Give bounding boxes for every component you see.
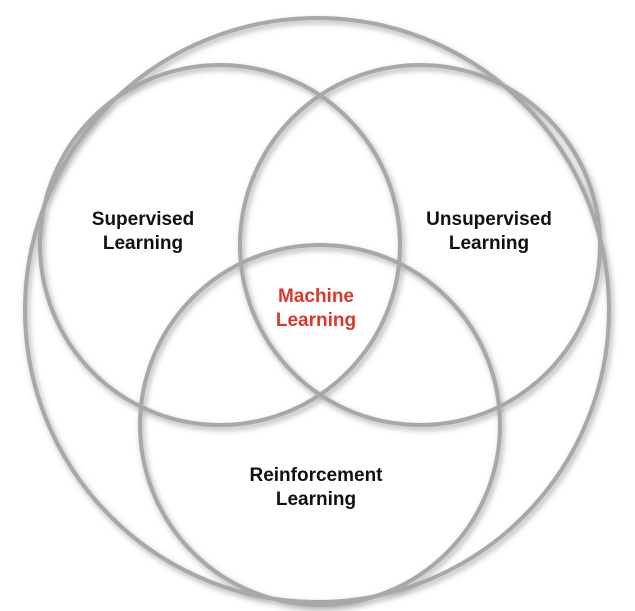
reinforcement-label-line1: Reinforcement <box>249 465 383 486</box>
supervised-circle <box>38 63 402 427</box>
supervised-label-line1: Supervised <box>91 209 195 230</box>
unsupervised-label-line1: Unsupervised <box>426 209 552 230</box>
machine-learning-label: Machine Learning <box>276 285 356 333</box>
center-label-line2: Learning <box>275 310 357 331</box>
unsupervised-circle <box>238 63 602 427</box>
reinforcement-learning-label: Reinforcement Learning <box>249 464 382 512</box>
unsupervised-learning-label: Unsupervised Learning <box>426 208 552 256</box>
supervised-learning-label: Supervised Learning <box>92 208 194 256</box>
reinforcement-label-line2: Learning <box>275 489 357 510</box>
reinforcement-circle <box>138 243 502 607</box>
unsupervised-label-line2: Learning <box>448 233 530 254</box>
outer-circle <box>23 16 611 604</box>
center-label-line1: Machine <box>277 286 355 307</box>
supervised-label-line2: Learning <box>102 233 184 254</box>
